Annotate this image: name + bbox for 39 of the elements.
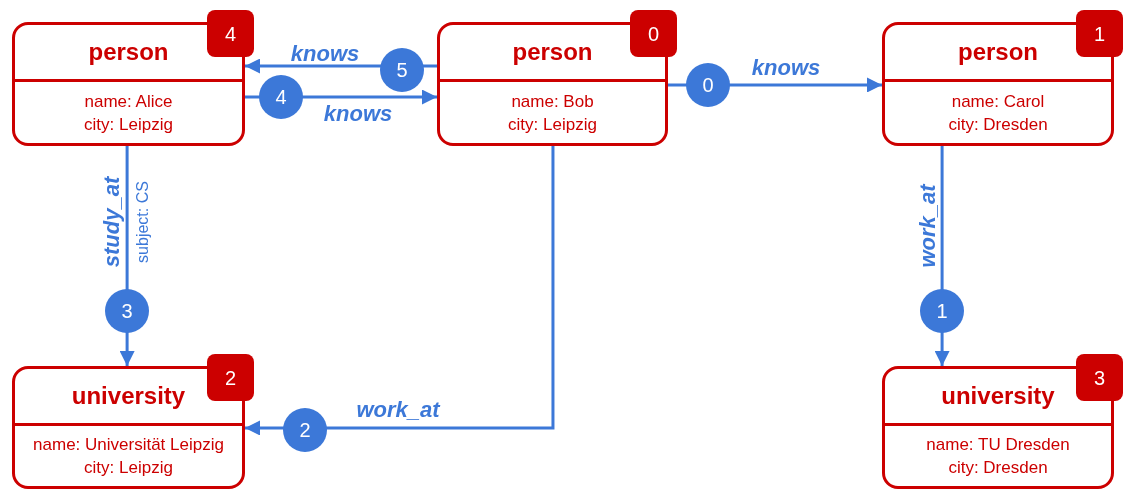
property-text: name: Universität Leipzig — [33, 434, 224, 456]
property-text: name: Bob — [511, 90, 594, 113]
edge-label: knows — [751, 57, 821, 79]
property-text: city: Leipzig — [84, 113, 173, 136]
entity-box — [12, 366, 245, 489]
entity-type: university — [941, 381, 1055, 411]
edge-number: 5 — [380, 48, 424, 92]
entity-type: person — [958, 37, 1038, 67]
entity-box — [437, 22, 668, 146]
edge-number: 1 — [920, 289, 964, 333]
property-text: city: Leipzig — [84, 457, 173, 479]
edge-number: 0 — [686, 63, 730, 107]
id-badge: 4 — [207, 10, 254, 57]
property-text: city: Leipzig — [508, 113, 597, 136]
entity-type: person — [88, 37, 169, 67]
arrow — [245, 146, 555, 436]
edge-label: study_at — [101, 176, 123, 268]
id-badge: 1 — [1076, 10, 1123, 57]
edge-label: work_at — [917, 184, 939, 268]
id-badge: 3 — [1076, 354, 1123, 401]
id-badge: 2 — [207, 354, 254, 401]
property-text: city: Dresden — [948, 457, 1048, 479]
edge-property: subject: CS — [135, 181, 151, 263]
entity-type: university — [71, 381, 186, 411]
edge-label: work_at — [356, 399, 440, 421]
entity-box — [882, 366, 1114, 489]
entity-type: person — [512, 37, 593, 67]
edge-number: 4 — [259, 75, 303, 119]
edge-number: 2 — [283, 408, 327, 452]
entity-box — [882, 22, 1114, 146]
edge-label: knows — [323, 103, 393, 125]
id-badge: 0 — [630, 10, 677, 57]
edge-label: knows — [290, 43, 360, 65]
edge-number: 3 — [105, 289, 149, 333]
property-text: name: Carol — [951, 90, 1045, 113]
property-text: city: Dresden — [948, 113, 1048, 136]
property-text: name: Alice — [84, 90, 173, 113]
property-text: name: TU Dresden — [926, 434, 1070, 456]
entity-box — [12, 22, 245, 146]
